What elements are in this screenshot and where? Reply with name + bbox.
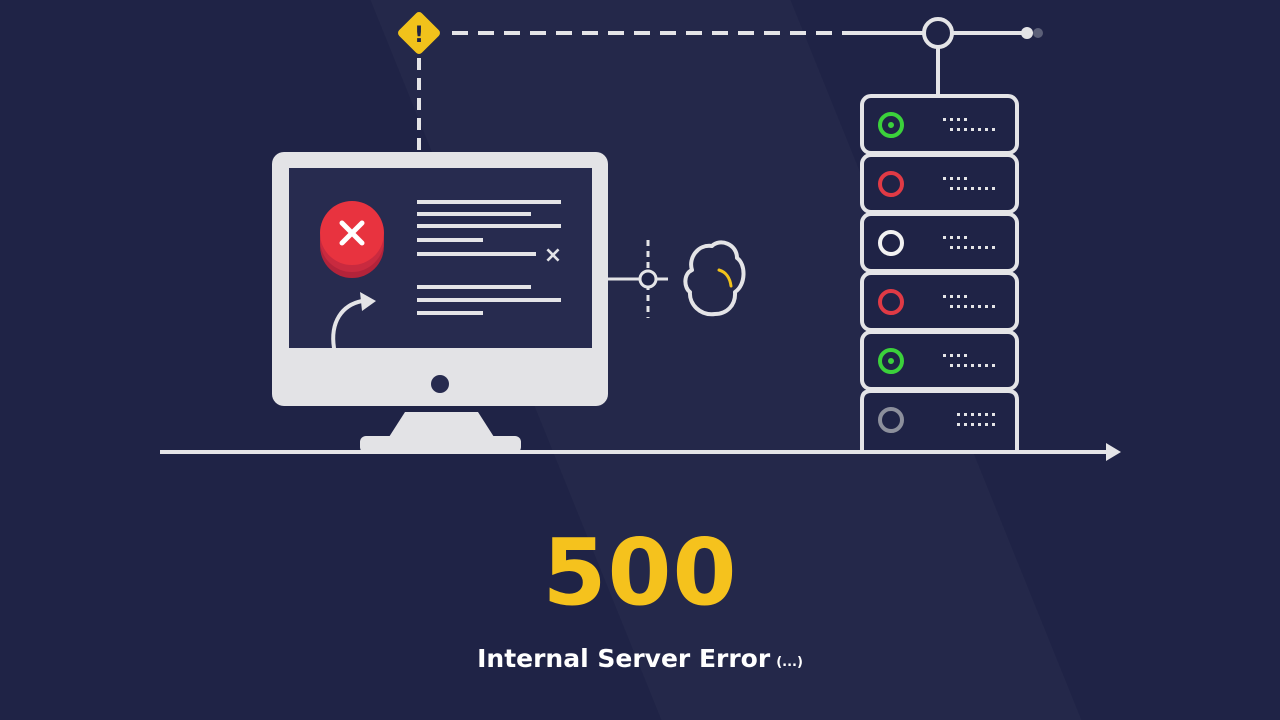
warning-symbol: ! xyxy=(414,23,424,48)
status-led-icon xyxy=(878,289,904,315)
error-code: 500 xyxy=(542,519,738,626)
status-led-icon xyxy=(878,348,904,374)
server-unit xyxy=(860,330,1019,391)
server-unit xyxy=(860,271,1019,332)
cloud-icon xyxy=(683,240,746,317)
status-led-icon xyxy=(878,407,904,433)
server-unit xyxy=(860,94,1019,155)
error-message: Internal Server Error xyxy=(477,644,771,673)
monitor-stand xyxy=(389,412,494,437)
line-end-dot-faded xyxy=(1033,28,1043,38)
baseline-arrow xyxy=(160,443,1121,461)
server-vent-dots xyxy=(943,118,995,426)
warning-icon: ! xyxy=(398,12,440,54)
server-unit xyxy=(860,389,1019,451)
line-end-dot xyxy=(1021,27,1033,39)
server-unit xyxy=(860,212,1019,273)
connector-node-icon xyxy=(922,17,954,49)
server-unit xyxy=(860,153,1019,214)
monitor-power-button xyxy=(431,375,449,393)
close-icon: × xyxy=(544,243,562,268)
status-led-icon xyxy=(878,171,904,197)
status-led-icon xyxy=(878,230,904,256)
connector-node-icon-small xyxy=(608,240,668,318)
error-x-icon xyxy=(320,201,384,278)
server-rack xyxy=(860,94,1019,451)
error-message-line: Internal Server Error (...) xyxy=(0,642,1280,680)
error-message-suffix: (...) xyxy=(776,655,803,670)
curved-arrow-icon xyxy=(331,292,376,350)
monitor: × xyxy=(272,152,608,453)
screen-text-lines xyxy=(417,200,561,315)
status-led-icon xyxy=(878,112,904,138)
monitor-base xyxy=(360,436,521,453)
